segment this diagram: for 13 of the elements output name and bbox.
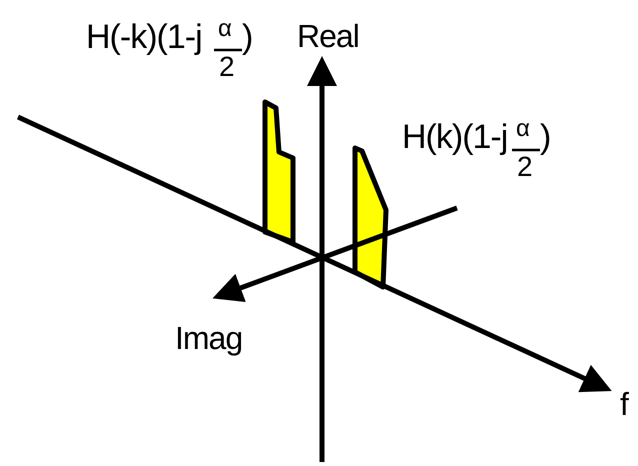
formula-text: H(k)(1-j [402, 120, 508, 154]
formula-text: H(-k)(1-j [86, 20, 202, 54]
fraction-numerator: α [516, 117, 529, 141]
formula-text: ) [242, 20, 252, 54]
fraction-denominator: 2 [517, 153, 532, 181]
fraction-numerator: α [218, 17, 231, 41]
axis-label: Real [297, 20, 359, 52]
spectrum-bar [262, 100, 296, 244]
axis-label: f [620, 388, 628, 420]
fraction-denominator: 2 [219, 53, 234, 81]
axis-label: Imag [175, 322, 242, 354]
formula-text: ) [540, 120, 550, 154]
spectrum-bar [352, 146, 388, 290]
